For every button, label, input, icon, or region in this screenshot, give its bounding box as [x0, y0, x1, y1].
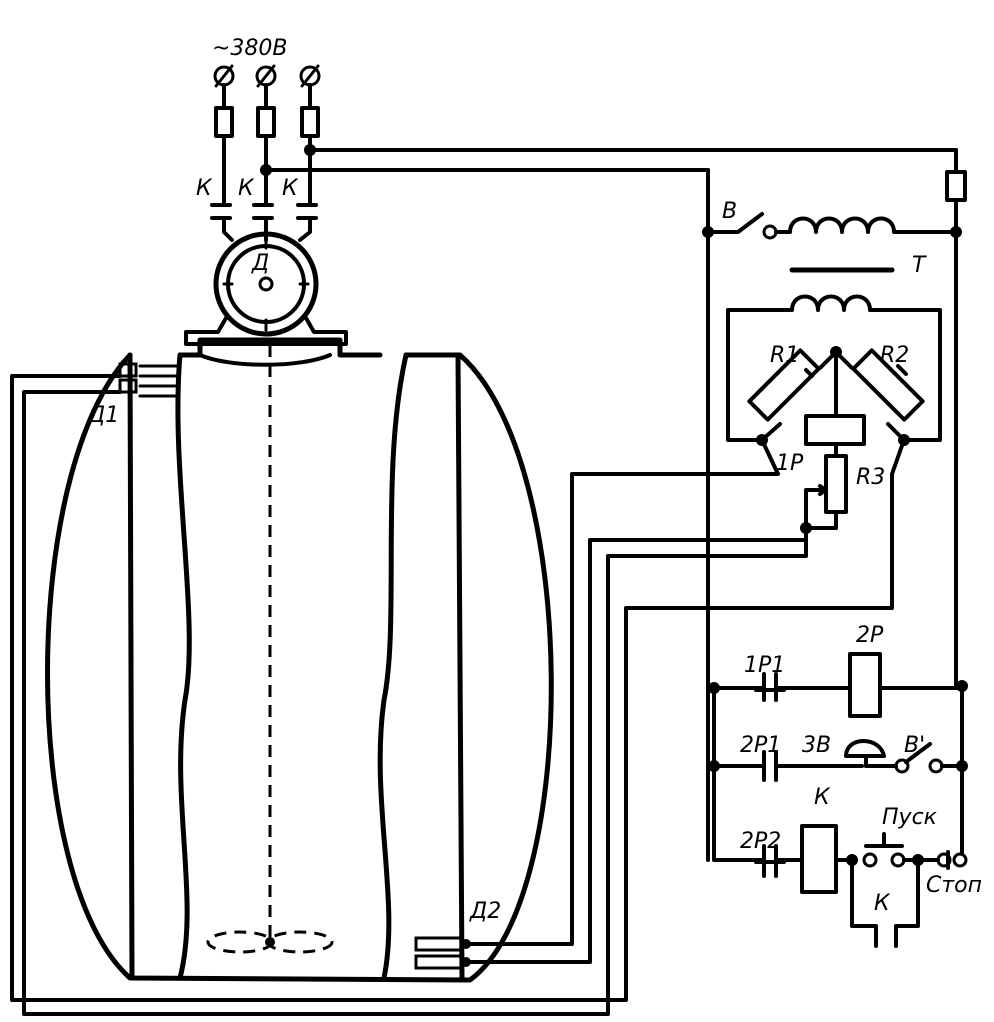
stop-label: Стоп: [926, 873, 982, 898]
switch-b-label: В: [722, 199, 737, 224]
supply-label: ~380В: [212, 36, 288, 61]
supply-terminals: [213, 64, 321, 88]
coil-k-label: К: [814, 785, 831, 810]
sensor-d1: [118, 362, 180, 398]
resistor-r3: [824, 454, 848, 514]
contactor-k2-label: К: [238, 176, 255, 201]
control-wiring: [10, 144, 968, 1016]
switch-b2-label: В': [904, 733, 925, 758]
r1-label: R1: [770, 343, 799, 368]
contact-1p1-label: 1Р1: [744, 653, 785, 678]
sensor-d2-label: Д2: [469, 899, 501, 924]
contact-2p1-label: 2Р1: [740, 733, 781, 758]
relay-1p-label: 1Р: [776, 451, 804, 476]
motor-label: Д: [251, 251, 269, 276]
motor: [184, 231, 348, 346]
relay-1p-coil: [804, 414, 866, 446]
contactor-k1-label: К: [196, 176, 213, 201]
bell-label: 3В: [802, 733, 831, 758]
resistor-r1: [747, 348, 821, 422]
contactor-k-contacts: [210, 203, 318, 242]
contactor-k3-label: К: [282, 176, 299, 201]
coil-k: [800, 824, 838, 894]
sensor-d1-label: Д1: [87, 403, 119, 428]
supply-fuses: [214, 83, 320, 207]
relay-2p-coil: [848, 652, 882, 718]
r3-label: R3: [856, 465, 885, 490]
contact-2p2-label: 2Р2: [740, 829, 781, 854]
start-label: Пуск: [882, 805, 938, 830]
sensor-d2: [414, 936, 471, 970]
hold-k-label: К: [874, 891, 891, 916]
relay-2p-label: 2Р: [856, 623, 884, 648]
resistor-r2: [851, 348, 925, 422]
transformer-label: Т: [912, 253, 927, 278]
r2-label: R2: [880, 343, 909, 368]
tank: [45, 337, 554, 983]
